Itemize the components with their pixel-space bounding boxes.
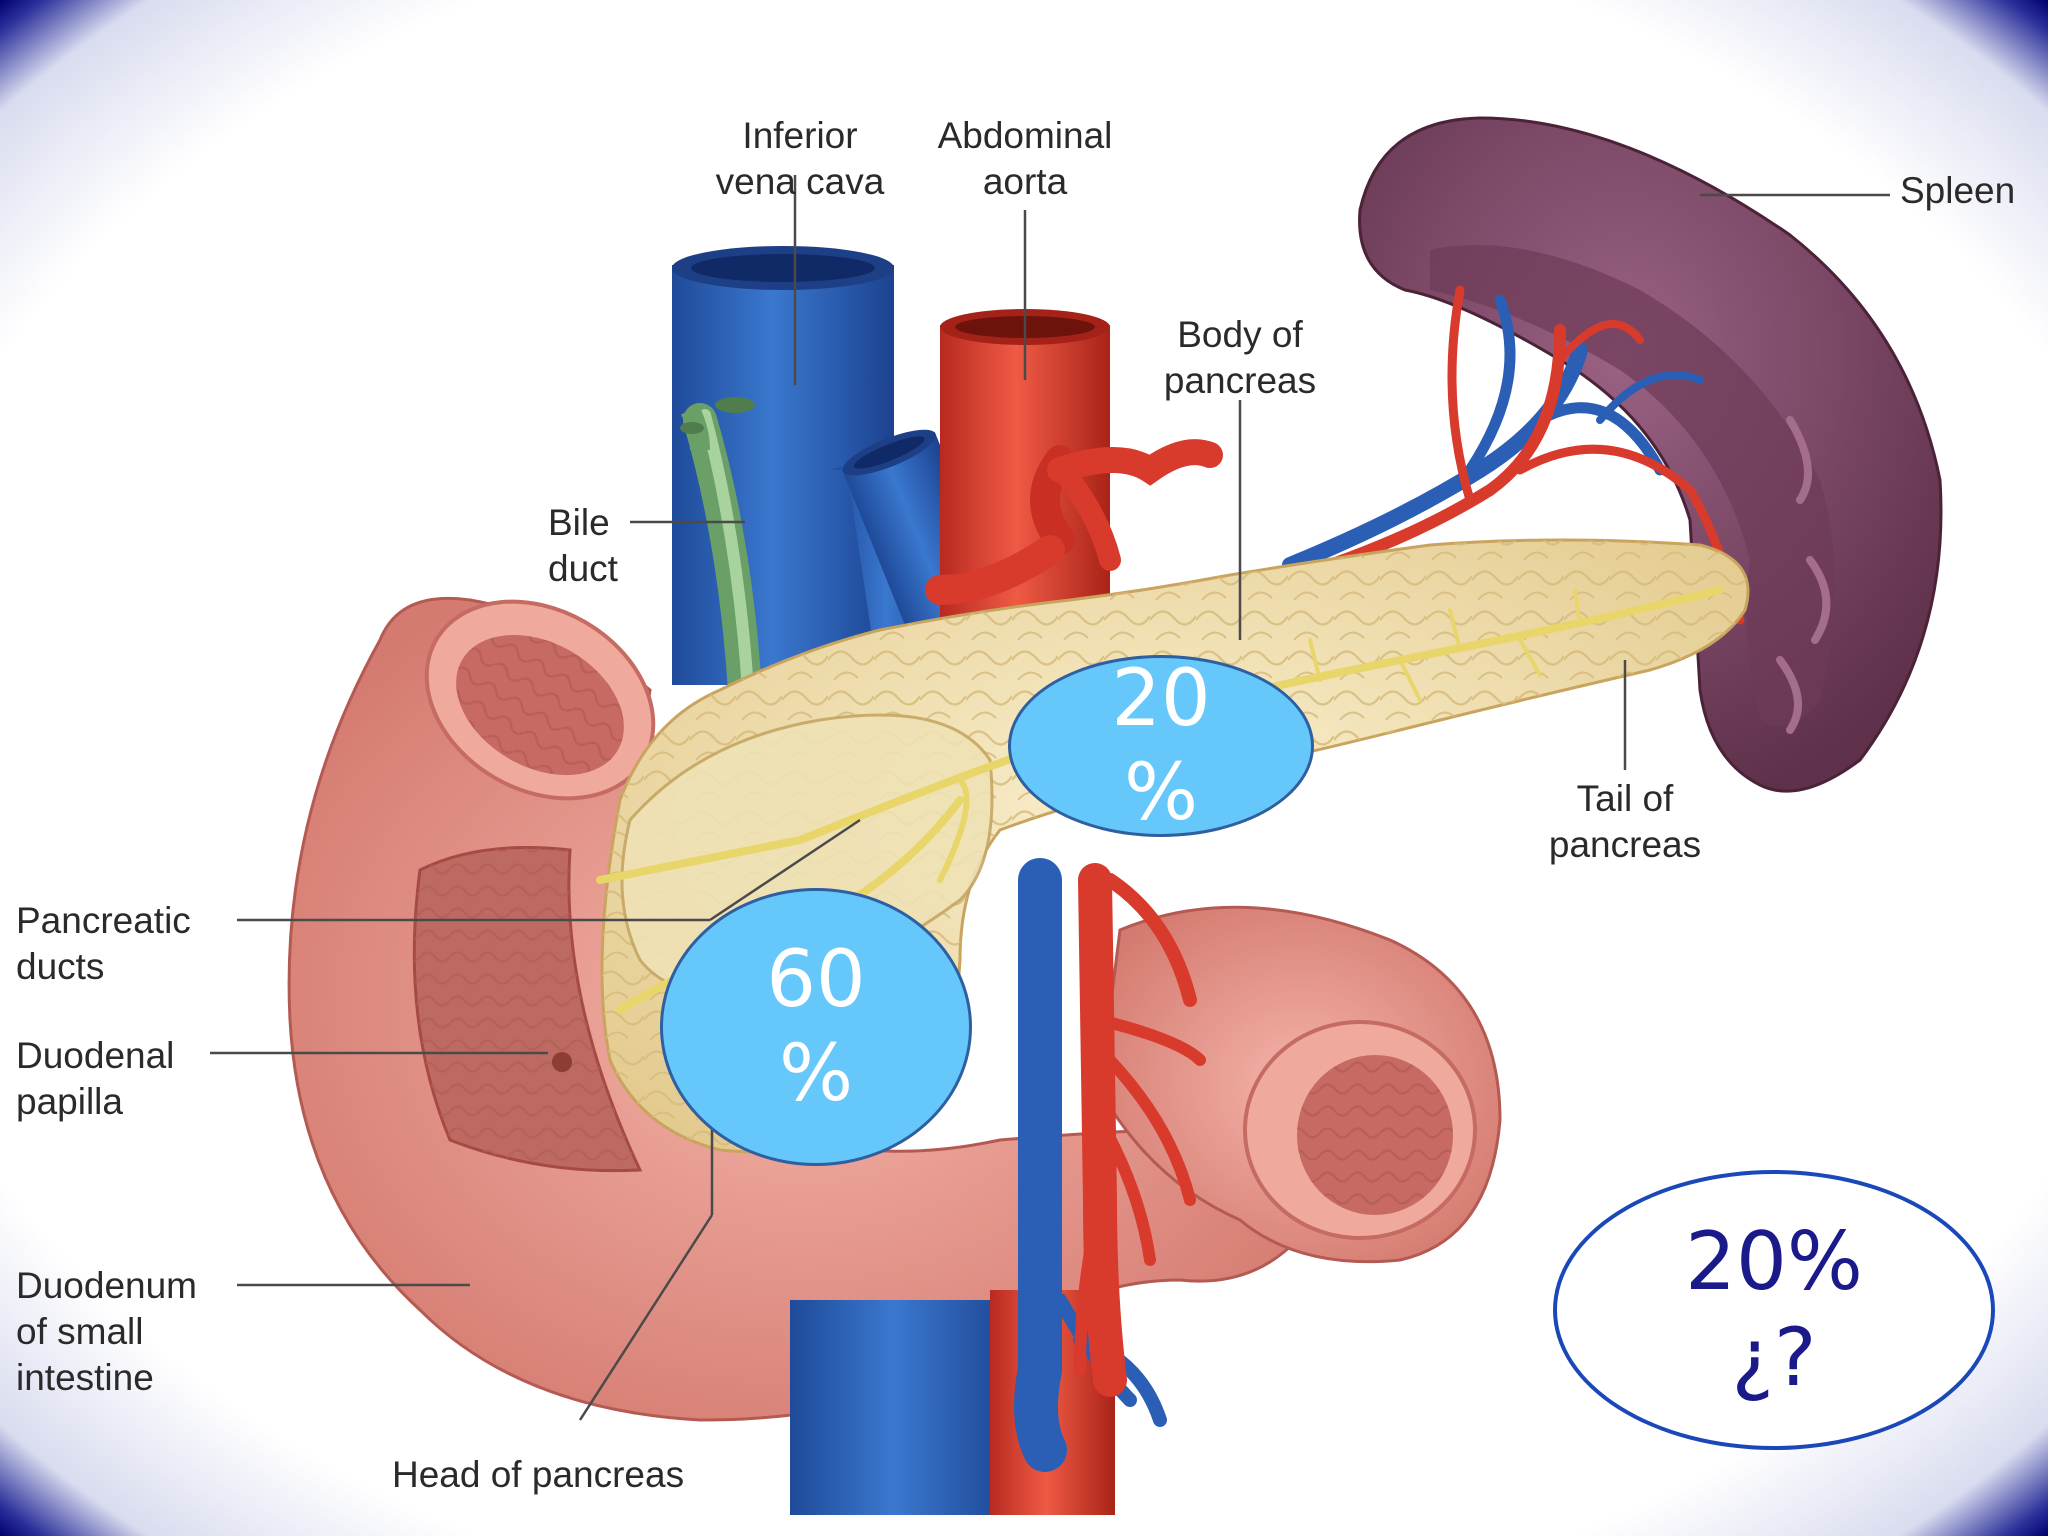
- label-head-of-pancreas: Head of pancreas: [392, 1454, 685, 1495]
- bubble-tail-value: 20%: [1685, 1215, 1863, 1308]
- label-bile-duct: Bile duct: [548, 502, 618, 589]
- bubble-body-20-percent: 20 %: [1008, 654, 1314, 838]
- label-inferior-vena-cava: Inferior vena cava: [715, 115, 885, 202]
- bubble-head-unit: %: [778, 1029, 854, 1119]
- bubble-tail-question: ¿?: [1731, 1311, 1817, 1404]
- label-duodenal-papilla: Duodenal papilla: [16, 1035, 175, 1122]
- label-tail-of-pancreas: Tail of pancreas: [1548, 778, 1702, 865]
- bubble-head-60-percent: 60 %: [660, 888, 972, 1166]
- label-duodenum: Duodenum of small intestine: [16, 1265, 198, 1398]
- label-body-of-pancreas: Body of pancreas: [1163, 314, 1317, 401]
- bubble-tail-20-percent-question: 20% ¿?: [1553, 1170, 1995, 1450]
- bubble-head-value: 60: [766, 935, 866, 1025]
- bubble-body-unit: %: [1123, 748, 1199, 838]
- bubble-body-value: 20: [1111, 654, 1211, 744]
- label-pancreatic-ducts: Pancreatic ducts: [16, 900, 191, 987]
- label-spleen: Spleen: [1900, 170, 2016, 211]
- label-abdominal-aorta: Abdominal aorta: [937, 115, 1113, 202]
